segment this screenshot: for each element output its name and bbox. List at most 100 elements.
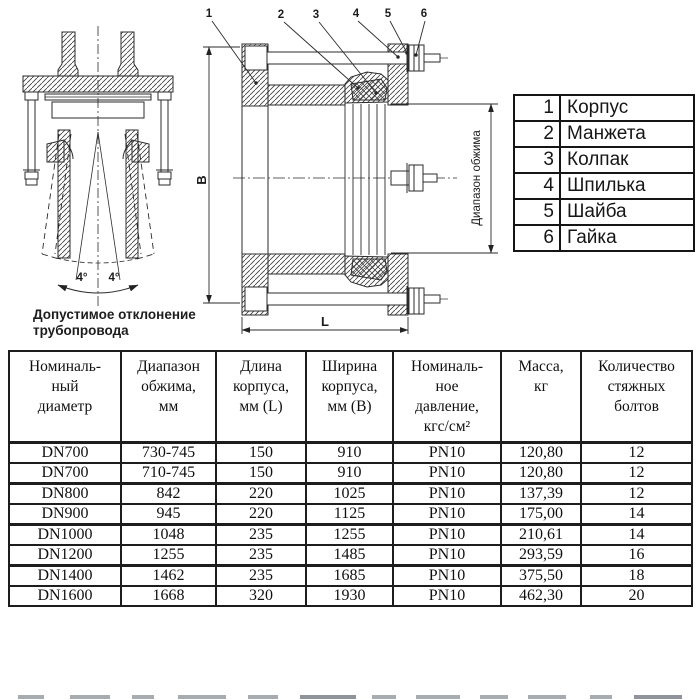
callout-6: 6: [421, 8, 427, 20]
spec-col-header: Диапазон обжима, мм: [120, 349, 217, 444]
callout-leaders: [211, 20, 426, 95]
spec-cell: 175,00: [500, 502, 582, 526]
spec-cell: 150: [215, 441, 307, 464]
legend-part-name: Шпилька: [559, 172, 695, 200]
legend-part-name: Гайка: [559, 224, 695, 252]
spec-col-header: Масса, кг: [500, 349, 582, 444]
spec-cell: 120,80: [500, 461, 582, 485]
legend-part-name: Манжета: [559, 120, 695, 148]
legend-part-number: 1: [513, 94, 561, 122]
spec-cell: 12: [580, 441, 693, 464]
deflection-caption: Допустимое отклонение трубопровода: [33, 307, 196, 339]
stud-bottom: [244, 286, 448, 315]
socket-rings: [268, 104, 386, 255]
spec-cell: 320: [215, 584, 307, 607]
tie-bolt: [156, 91, 173, 186]
legend-part-number: 6: [513, 224, 561, 252]
callout-3: 3: [313, 9, 319, 21]
spec-cell: 1255: [305, 523, 394, 546]
section-drawing: 1 2 3 4 5 6 B L Диапазон обжима: [195, 8, 498, 334]
dim-clamp-range: [391, 103, 498, 254]
spec-cell: DN1200: [8, 543, 122, 567]
spec-cell: 1048: [120, 523, 217, 546]
callout-1: 1: [206, 8, 213, 20]
spec-cell: PN10: [392, 482, 502, 505]
spec-cell: DN700: [8, 461, 122, 485]
spec-cell: 1462: [120, 564, 217, 587]
spec-cell: 730-745: [120, 441, 217, 464]
deflection-caption-line1: Допустимое отклонение: [33, 307, 196, 322]
spec-cell: 1930: [305, 584, 394, 607]
gland-cap: [387, 253, 409, 316]
pipe-stub-wall: [117, 31, 139, 77]
spec-cell: 235: [215, 543, 307, 567]
spec-cell: 462,30: [500, 584, 582, 607]
spec-cell: DN1600: [8, 584, 122, 607]
spec-cell: 12: [580, 482, 693, 505]
spec-cell: PN10: [392, 502, 502, 526]
dim-B-label: B: [195, 175, 209, 184]
spec-cell: 1685: [305, 564, 394, 587]
pipe-wall: [125, 129, 139, 259]
spec-cell: 235: [215, 523, 307, 546]
cone-line: [75, 131, 99, 281]
spec-cell: 20: [580, 584, 693, 607]
legend-part-number: 5: [513, 198, 561, 226]
spec-cell: PN10: [392, 461, 502, 485]
flange-plate: [22, 75, 174, 93]
coupling-body: [51, 101, 145, 119]
spec-cell: DN1000: [8, 523, 122, 546]
deflection-drawing: 4° 4°: [22, 26, 174, 306]
spec-cell: 137,39: [500, 482, 582, 505]
angle-label-right: 4°: [109, 272, 120, 284]
spec-cell: DN900: [8, 502, 122, 526]
spec-cell: 18: [580, 564, 693, 587]
legend-part-name: Корпус: [559, 94, 695, 122]
spec-cell: DN700: [8, 441, 122, 464]
spec-cell: 210,61: [500, 523, 582, 546]
spec-cell: 1125: [305, 502, 394, 526]
legend-part-number: 2: [513, 120, 561, 148]
spec-col-header: Номиналь- ное давление, кгс/см²: [392, 349, 502, 444]
seal-cuff: [350, 78, 388, 101]
spec-cell: 910: [305, 441, 394, 464]
spec-cell: 910: [305, 461, 394, 485]
spec-col-header: Номиналь- ный диаметр: [8, 349, 122, 444]
tie-bolt: [23, 91, 40, 186]
spec-col-header: Количество стяжных болтов: [580, 349, 693, 444]
spec-cell: 1255: [120, 543, 217, 567]
legend-part-name: Колпак: [559, 146, 695, 174]
dim-L: [241, 317, 409, 334]
dim-B: [203, 46, 240, 304]
angle-label-left: 4°: [77, 272, 88, 284]
spec-cell: 1485: [305, 543, 394, 567]
spec-cell: DN1400: [8, 564, 122, 587]
spec-cell: 16: [580, 543, 693, 567]
callout-5: 5: [385, 8, 392, 20]
spec-cell: 293,59: [500, 543, 582, 567]
spec-cell: DN800: [8, 482, 122, 505]
clamp-range-label: Диапазон обжима: [471, 130, 483, 226]
spec-cell: 220: [215, 502, 307, 526]
callout-2: 2: [278, 9, 284, 21]
spec-cell: PN10: [392, 523, 502, 546]
spec-cell: 120,80: [500, 441, 582, 464]
deflected-pipe-outline: [41, 133, 155, 260]
spec-col-header: Длина корпуса, мм (L): [215, 349, 307, 444]
spec-cell: PN10: [392, 441, 502, 464]
spec-cell: PN10: [392, 564, 502, 587]
dim-L-label: L: [321, 314, 329, 329]
